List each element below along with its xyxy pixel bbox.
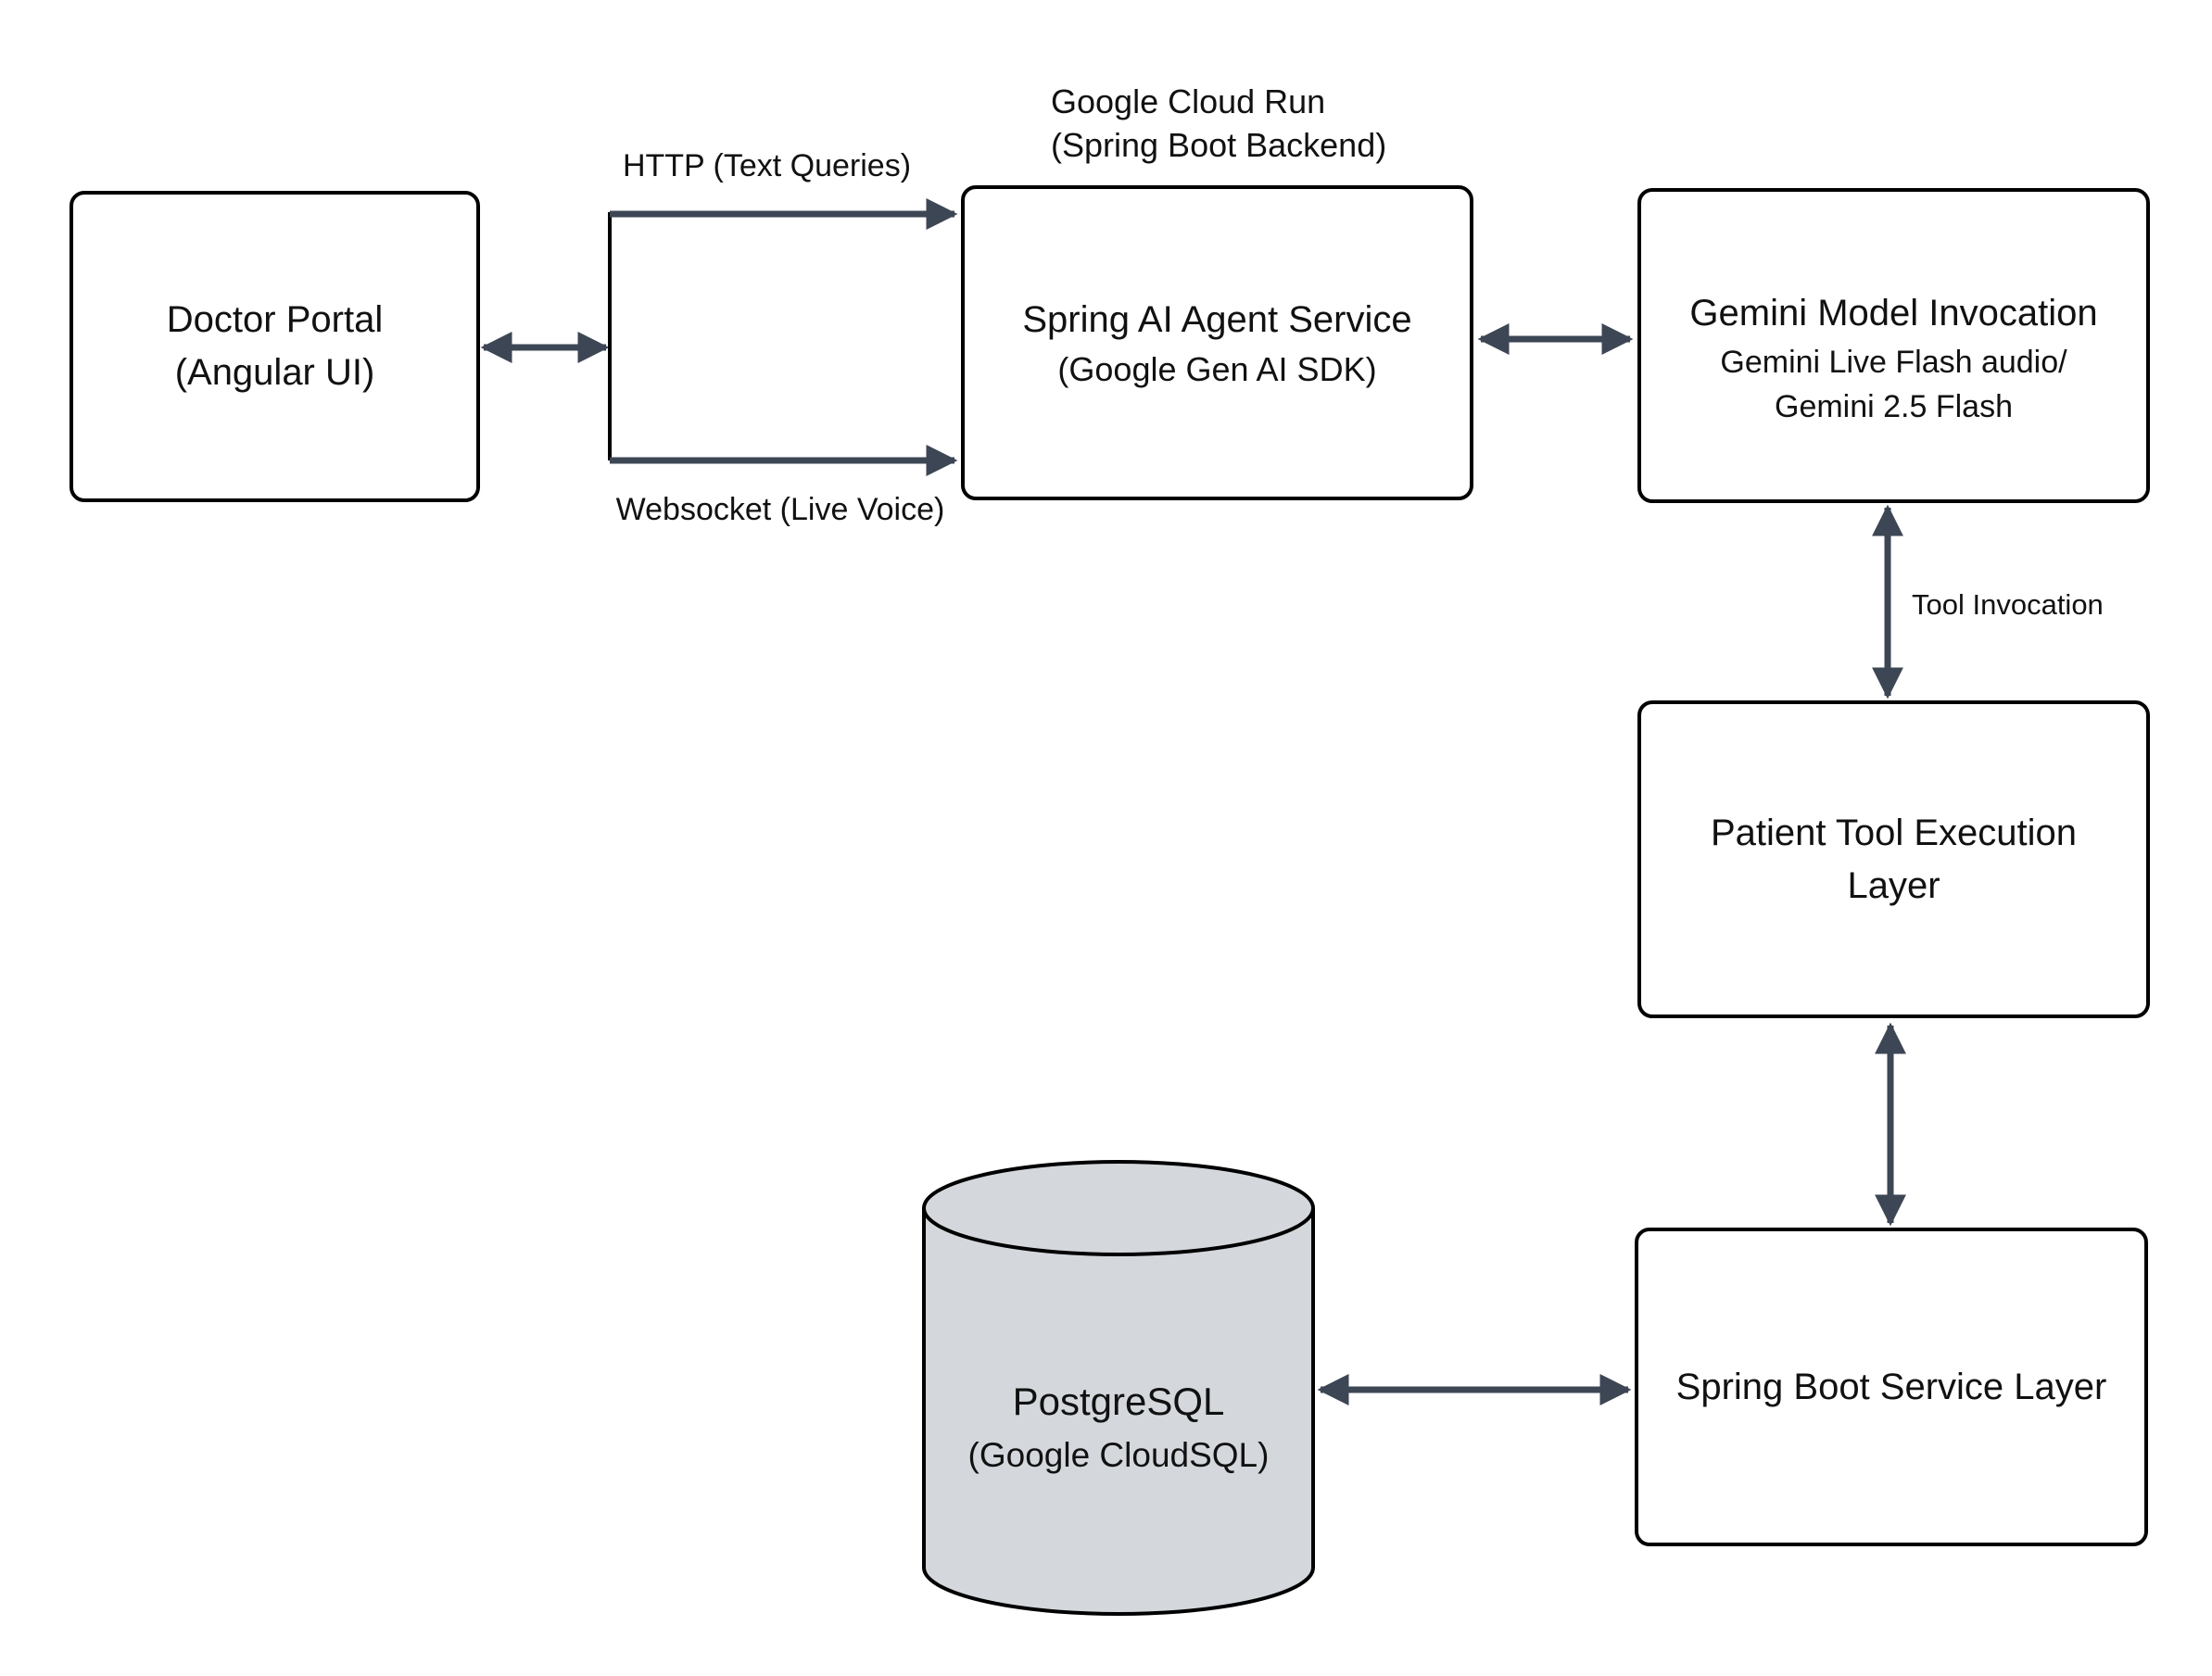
node-title: Doctor Portal bbox=[166, 299, 384, 340]
node-title: Spring AI Agent Service bbox=[1022, 298, 1412, 340]
node-title-line2: Layer bbox=[1847, 864, 1940, 906]
label-http-text-queries: HTTP (Text Queries) bbox=[622, 148, 912, 183]
node-subtitle: (Google Gen AI SDK) bbox=[1057, 349, 1377, 388]
node-line3: Gemini 2.5 Flash bbox=[1775, 388, 2013, 424]
node-postgresql-label: PostgreSQL (Google CloudSQL) bbox=[924, 1373, 1313, 1481]
node-subtitle: (Angular UI) bbox=[174, 352, 375, 393]
database-cylinder-body bbox=[922, 1208, 1315, 1616]
label-websocket-live-voice: Websocket (Live Voice) bbox=[615, 492, 945, 527]
node-title: Spring Boot Service Layer bbox=[1675, 1366, 2107, 1407]
node-doctor-portal: Doctor Portal (Angular UI) bbox=[70, 191, 480, 502]
node-gemini-model-invocation: Gemini Model Invocation Gemini Live Flas… bbox=[1637, 188, 2150, 503]
database-cylinder-top bbox=[922, 1160, 1315, 1256]
node-spring-ai-agent-service: Spring AI Agent Service (Google Gen AI S… bbox=[961, 185, 1473, 500]
node-patient-tool-execution-layer: Patient Tool Execution Layer bbox=[1637, 700, 2150, 1018]
database-subtitle: (Google CloudSQL) bbox=[967, 1436, 1270, 1474]
database-title: PostgreSQL bbox=[1012, 1380, 1225, 1423]
node-title: Gemini Model Invocation bbox=[1689, 292, 2098, 334]
label-tool-invocation: Tool Invocation bbox=[1912, 588, 2104, 621]
node-spring-boot-service-layer: Spring Boot Service Layer bbox=[1635, 1228, 2148, 1546]
node-title-line1: Patient Tool Execution bbox=[1710, 812, 2078, 853]
label-google-cloud-run-line1: Google Cloud Run bbox=[1051, 82, 1326, 120]
label-google-cloud-run: Google Cloud Run (Spring Boot Backend) bbox=[1051, 80, 1477, 167]
label-google-cloud-run-line2: (Spring Boot Backend) bbox=[1051, 126, 1387, 164]
node-line2: Gemini Live Flash audio/ bbox=[1720, 344, 2067, 380]
